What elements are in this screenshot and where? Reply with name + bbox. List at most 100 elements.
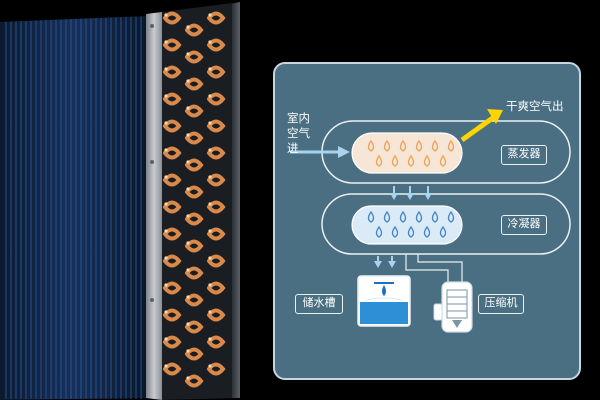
copper-bend (163, 281, 182, 295)
copper-highlight (164, 256, 168, 260)
copper-bend (163, 173, 182, 187)
copper-highlight (208, 40, 212, 44)
copper-bend (207, 11, 226, 25)
water-drop-icon (407, 225, 415, 238)
copper-bend (207, 119, 226, 133)
drain-arrows (374, 256, 396, 268)
copper-highlight (186, 52, 190, 56)
copper-bend (207, 65, 226, 79)
water-drop-icon (439, 225, 447, 238)
water-drop-icon (383, 210, 391, 223)
copper-bend (207, 38, 226, 52)
copper-bend (185, 266, 204, 280)
refrigerant-pipes (405, 254, 463, 282)
water-drop-icon (431, 210, 439, 223)
copper-bend (185, 347, 204, 361)
condenser-coil (351, 205, 463, 245)
copper-highlight (208, 310, 212, 314)
copper-bend (163, 254, 182, 268)
copper-highlight (186, 79, 190, 83)
water-drop-icon (423, 225, 431, 238)
water-drop-icon (447, 139, 455, 152)
compressor-icon (433, 281, 473, 333)
water-drop-icon (431, 139, 439, 152)
evaporator-coil (351, 132, 463, 174)
copper-bend (207, 200, 226, 214)
copper-bend (163, 200, 182, 214)
copper-bend (163, 335, 182, 349)
copper-highlight (186, 214, 190, 218)
copper-highlight (208, 364, 212, 368)
copper-highlight (186, 322, 190, 326)
copper-highlight (208, 94, 212, 98)
airflow-arrows (390, 186, 432, 200)
copper-bend (163, 65, 182, 79)
copper-highlight (208, 229, 212, 233)
water-drop-icon (447, 210, 455, 223)
copper-bend (185, 104, 204, 118)
copper-highlight (164, 229, 168, 233)
water-drop-icon (415, 210, 423, 223)
copper-bend (163, 38, 182, 52)
water-drop-icon (367, 210, 375, 223)
copper-highlight (164, 13, 168, 17)
copper-highlight (164, 337, 168, 341)
water-drop-icon (399, 139, 407, 152)
copper-highlight (208, 202, 212, 206)
copper-highlight (208, 256, 212, 260)
copper-highlight (186, 376, 190, 380)
compressor-label: 压缩机 (478, 294, 524, 314)
copper-highlight (186, 268, 190, 272)
plate-hole (150, 298, 154, 302)
copper-highlight (186, 106, 190, 110)
copper-highlight (164, 148, 168, 152)
copper-bend (207, 173, 226, 187)
copper-highlight (208, 148, 212, 152)
copper-bend (207, 362, 226, 376)
copper-bend (163, 146, 182, 160)
copper-bend (185, 131, 204, 145)
water-drop-icon (375, 225, 383, 238)
tank-icon (357, 275, 411, 327)
copper-highlight (186, 187, 190, 191)
water-drop-icon (407, 154, 415, 167)
water-drop-icon (367, 139, 375, 152)
water-drop-icon (375, 154, 383, 167)
water-tank-label: 储水槽 (295, 294, 343, 314)
water-drop-icon (415, 139, 423, 152)
water-drop-icon (383, 139, 391, 152)
copper-highlight (186, 295, 190, 299)
copper-highlight (208, 13, 212, 17)
copper-highlight (164, 94, 168, 98)
copper-bend (163, 362, 182, 376)
air-output-label: 干爽空气出 (506, 99, 564, 113)
copper-highlight (208, 121, 212, 125)
copper-highlight (208, 67, 212, 71)
copper-highlight (186, 25, 190, 29)
water-drop-icon (439, 154, 447, 167)
condenser-loop (321, 193, 571, 255)
copper-highlight (164, 310, 168, 314)
copper-highlight (186, 349, 190, 353)
copper-highlight (164, 121, 168, 125)
water-drop-icon (391, 154, 399, 167)
copper-bend (207, 281, 226, 295)
water-drop-icon (382, 285, 386, 296)
copper-highlight (208, 337, 212, 341)
condenser-label: 冷凝器 (501, 215, 547, 235)
water-drop-icon (391, 225, 399, 238)
copper-bend (185, 212, 204, 226)
copper-highlight (164, 202, 168, 206)
copper-bend (207, 92, 226, 106)
input-arrow-icon (290, 146, 350, 158)
copper-bend (207, 227, 226, 241)
copper-highlight (186, 160, 190, 164)
copper-bend (163, 92, 182, 106)
copper-bend (185, 293, 204, 307)
copper-highlight (164, 175, 168, 179)
copper-bend (163, 227, 182, 241)
copper-highlight (186, 241, 190, 245)
output-arrow-icon (460, 109, 503, 143)
